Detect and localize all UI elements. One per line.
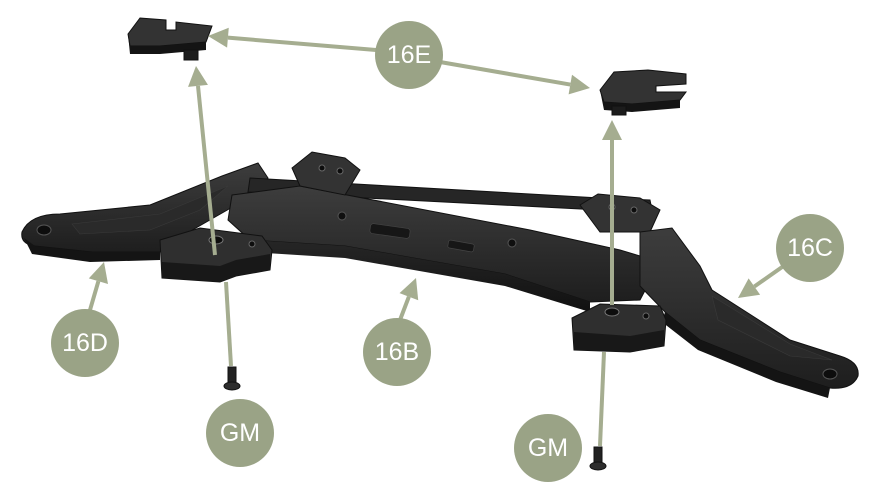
arrow-16d-head: [88, 262, 108, 284]
arrow-16e-right-shaft: [439, 60, 571, 87]
svg-text:16E: 16E: [387, 41, 431, 69]
svg-text:16D: 16D: [62, 329, 108, 357]
label-16e: 16E: [375, 21, 443, 89]
svg-text:GM: GM: [220, 419, 260, 447]
arrow-gm-left-up-shaft: [196, 85, 217, 256]
arrow-16e-right-head: [568, 74, 590, 95]
arrow-16e-left-head: [208, 27, 229, 48]
arrow-gm-left-up-head: [188, 66, 208, 87]
arrow-16c-shaft: [753, 263, 787, 289]
screw-gm-left: [223, 366, 241, 391]
label-16b: 16B: [363, 318, 431, 386]
guide-gm-right: [598, 351, 606, 447]
arrow-16e-left-shaft: [227, 35, 377, 52]
svg-text:16C: 16C: [787, 234, 833, 262]
arrow-gm-right-up-head: [602, 120, 622, 140]
label-16d: 16D: [51, 309, 119, 377]
leader-arrows: [88, 27, 787, 447]
arrow-16b-head: [399, 278, 419, 301]
label-gm-right: GM: [514, 414, 582, 482]
svg-text:GM: GM: [528, 434, 568, 462]
arrow-16b-shaft: [398, 295, 411, 321]
clip-16e-left: [127, 17, 213, 61]
screw-gm-right: [589, 446, 607, 471]
clip-16e-right: [599, 69, 687, 116]
guide-gm-left: [224, 281, 233, 367]
arrow-16c-head: [738, 278, 761, 298]
label-16c: 16C: [776, 214, 844, 282]
arrow-16d-shaft: [88, 280, 101, 311]
main-frame-16b: [21, 151, 859, 398]
label-gm-left: GM: [206, 399, 274, 467]
svg-text:16B: 16B: [375, 338, 419, 366]
